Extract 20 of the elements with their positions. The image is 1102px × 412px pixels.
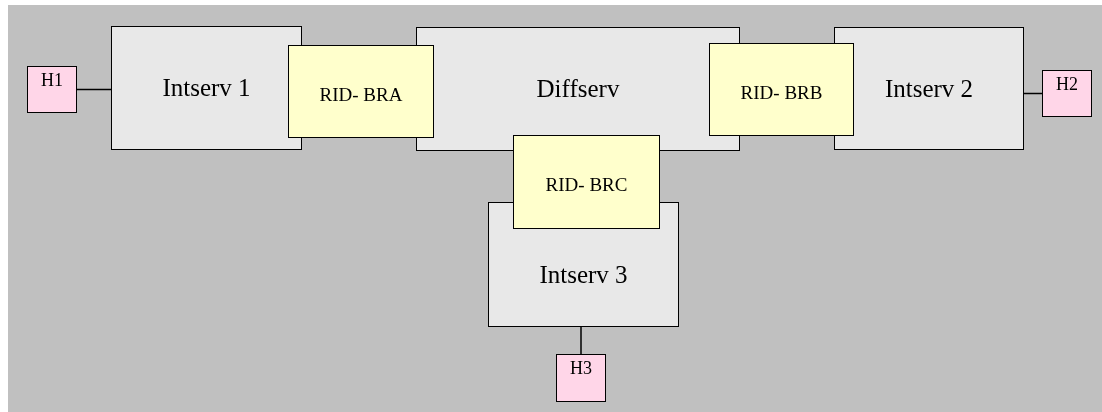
connector-line [76, 88, 112, 91]
node-label: RID- BRB [740, 80, 823, 104]
router-box [709, 43, 854, 136]
host-box [1042, 70, 1092, 117]
domain-box [834, 27, 1024, 150]
node-label: Intserv 3 [539, 259, 628, 289]
node-label: Diffserv [536, 75, 620, 103]
node-label: RID- BRC [545, 173, 628, 196]
host-box [27, 66, 77, 113]
node-label: Intserv 1 [162, 74, 251, 102]
connector-line [580, 326, 582, 355]
host-box [556, 354, 606, 402]
router-box [513, 135, 660, 229]
domain-box [111, 26, 302, 150]
node-label: Intserv 2 [884, 74, 974, 103]
node-label: H3 [570, 358, 592, 379]
router-box [288, 45, 434, 138]
node-label: H2 [1056, 74, 1078, 95]
node-label: H1 [41, 70, 63, 91]
node-label: RID- BRA [319, 82, 403, 106]
